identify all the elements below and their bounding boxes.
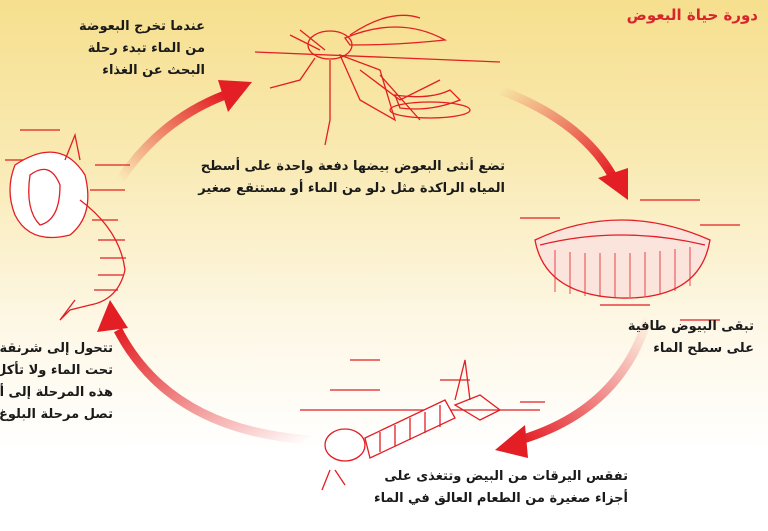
larva-stage-caption: تفقس اليرقات من البيض وتتغذى على أجزاء ص… [374,466,628,510]
arrow-head [97,300,128,332]
caption-line: تتحول إلى شرنقة [0,341,113,356]
caption-line: تفقس اليرقات من البيض وتتغذى على [384,469,628,484]
caption-line: تضع أنثى البعوض بيضها دفعة واحدة على أسط… [200,159,505,174]
arrow-head [218,80,252,112]
arrow-larva-to-pupa [114,327,311,445]
caption-line: تحت الماء ولا تأكل في [0,363,113,378]
arrow-head [598,168,628,200]
arrow-eggs-to-larva [518,316,653,445]
caption-line: البحث عن الغذاء [102,63,205,78]
caption-line: تصل مرحلة البلوغ [0,407,113,422]
caption-line: من الماء تبدء رحلة [87,41,205,56]
caption-line: المياه الراكدة مثل دلو من الماء أو مستنق… [198,181,505,196]
caption-line: على سطح الماء [653,341,754,356]
pupa-illustration [5,129,130,321]
mosquito-illustration [254,14,501,146]
arrow-head [495,425,528,458]
larva-illustration [300,359,545,491]
diagram-title: دورة حياة البعوض [626,6,758,24]
caption-line: هذه المرحلة إلى أن [0,385,113,400]
caption-line: تبقى البيوض طافية [627,319,754,334]
egg-laying-caption: تضع أنثى البعوض بيضها دفعة واحدة على أسط… [198,156,505,200]
eggs-stage-caption: تبقى البيوض طافية على سطح الماء [628,316,754,360]
caption-line: عندما تخرج البعوضة [79,19,205,34]
arrow-pupa-to-adult [116,90,227,183]
arrow-adult-to-eggs [498,85,616,178]
pupa-stage-caption: تتحول إلى شرنقة تحت الماء ولا تأكل في هذ… [0,338,113,426]
egg-raft-illustration [520,199,740,321]
caption-line: أجزاء صغيرة من الطعام العالق في الماء [373,491,628,506]
adult-stage-caption: عندما تخرج البعوضة من الماء تبدء رحلة ال… [79,16,205,82]
